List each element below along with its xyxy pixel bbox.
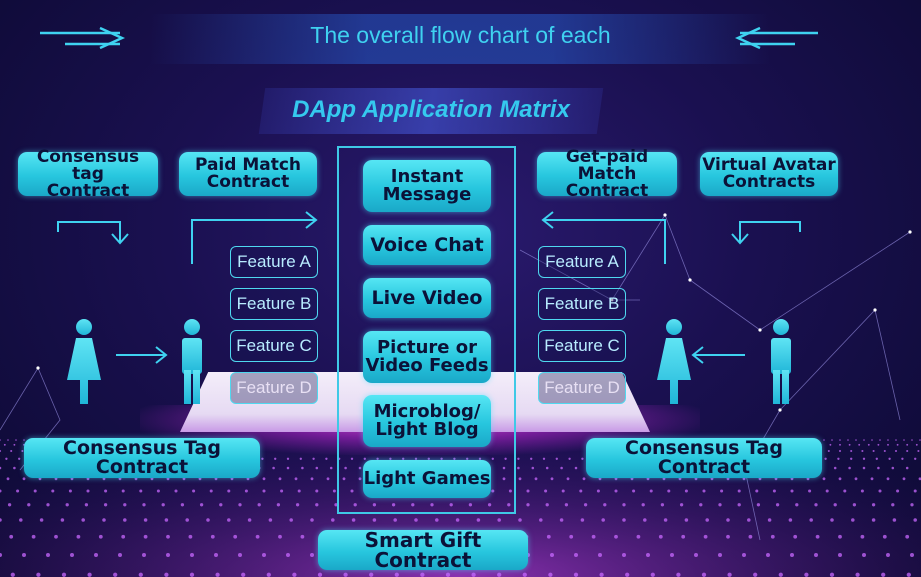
arrow-icon [305,211,318,229]
page-title: The overall flow chart of each [310,22,611,48]
microblog-light-blog: Microblog/ Light Blog [363,395,491,447]
live-video: Live Video [363,278,491,318]
left-feature-d: Feature D [230,372,318,404]
center-column-frame [337,146,516,514]
matrix-title: DApp Application Matrix [292,96,570,123]
arrow-icon [541,211,554,229]
right-feature-a: Feature A [538,246,626,278]
virtual-avatar-contracts: Virtual Avatar Contracts [700,152,838,196]
left-feature-c: Feature C [230,330,318,362]
picture-or-video-feeds: Picture or Video Feeds [363,331,491,383]
arrow-icon [155,346,168,364]
arrow-icon [731,233,749,245]
instant-message: Instant Message [363,160,491,212]
male-person-icon [182,319,202,404]
header-ornaments [40,26,818,50]
consensus-tag-contract-left: Consensus Tag Contract [24,438,260,478]
paid-match-contract: Paid Match Contract [179,152,317,196]
get-paid-match-contract: Get-paid Match Contract [537,148,677,199]
light-games: Light Games [363,460,491,498]
right-feature-d: Feature D [538,372,626,404]
right-feature-c: Feature C [538,330,626,362]
consensus-tag-contract-top: Consensus tag Contract [18,148,158,199]
left-feature-b: Feature B [230,288,318,320]
smart-gift-contract: Smart Gift Contract [318,530,528,570]
right-feature-b: Feature B [538,288,626,320]
voice-chat: Voice Chat [363,225,491,265]
male-person-icon [771,319,791,404]
consensus-tag-contract-right: Consensus Tag Contract [586,438,822,478]
left-feature-a: Feature A [230,246,318,278]
arrow-icon [691,346,704,364]
female-person-icon [67,319,101,404]
header-band [150,14,770,64]
arrow-icon [111,233,129,245]
female-person-icon [657,319,691,404]
